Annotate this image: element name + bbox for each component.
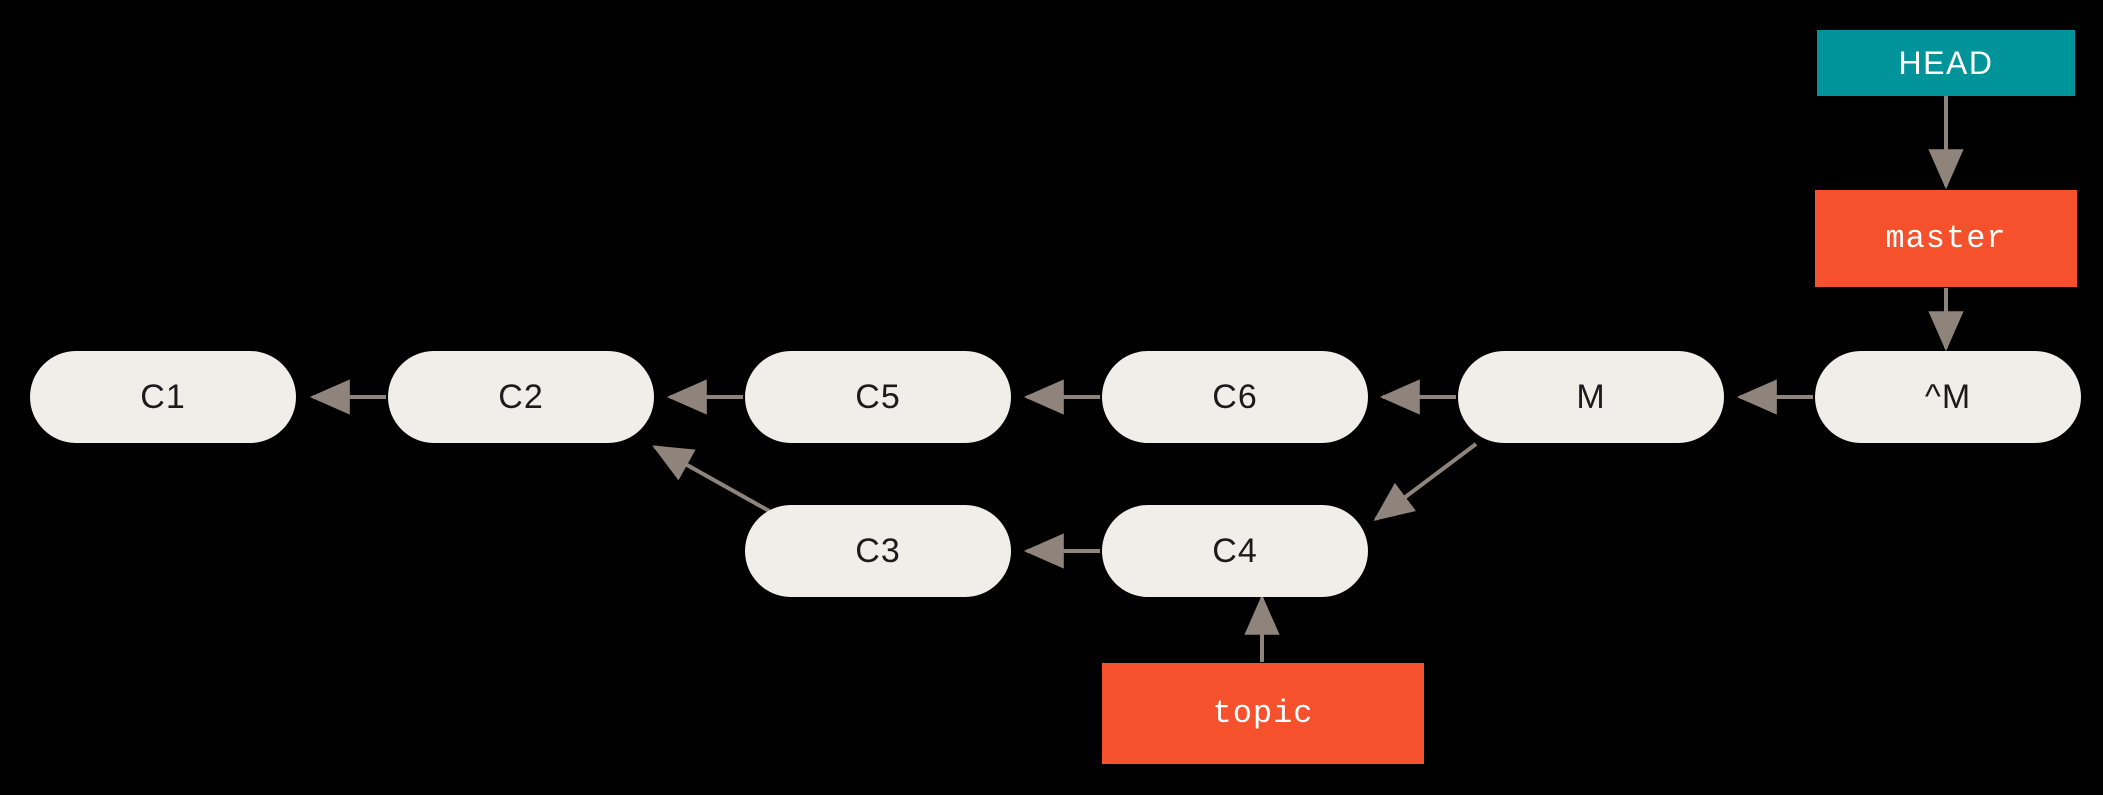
commit-node-c6[interactable]: C6: [1102, 351, 1368, 443]
commit-label: C3: [855, 531, 901, 570]
ref-label: topic: [1212, 695, 1314, 732]
ref-branch-topic[interactable]: topic: [1102, 663, 1424, 764]
commit-label: ^M: [1924, 377, 1972, 416]
commit-node-m[interactable]: M: [1458, 351, 1724, 443]
ref-label: master: [1885, 220, 2007, 257]
commit-label: C2: [498, 377, 544, 416]
edge-m-to-c4: [1373, 442, 1478, 521]
ref-label: HEAD: [1898, 44, 1994, 81]
commit-node-caret-m[interactable]: ^M: [1815, 351, 2081, 443]
commit-label: C6: [1212, 377, 1258, 416]
commit-node-c2[interactable]: C2: [388, 351, 654, 443]
ref-branch-master[interactable]: master: [1815, 190, 2077, 287]
commit-node-c5[interactable]: C5: [745, 351, 1011, 443]
commit-node-c1[interactable]: C1: [30, 351, 296, 443]
edge-c3-to-c2: [652, 445, 772, 514]
commit-node-c4[interactable]: C4: [1102, 505, 1368, 597]
commit-label: C5: [855, 377, 901, 416]
commit-label: C4: [1212, 531, 1258, 570]
commit-label: C1: [140, 377, 186, 416]
commit-node-c3[interactable]: C3: [745, 505, 1011, 597]
ref-head[interactable]: HEAD: [1817, 30, 2075, 96]
commit-label: M: [1576, 377, 1606, 416]
